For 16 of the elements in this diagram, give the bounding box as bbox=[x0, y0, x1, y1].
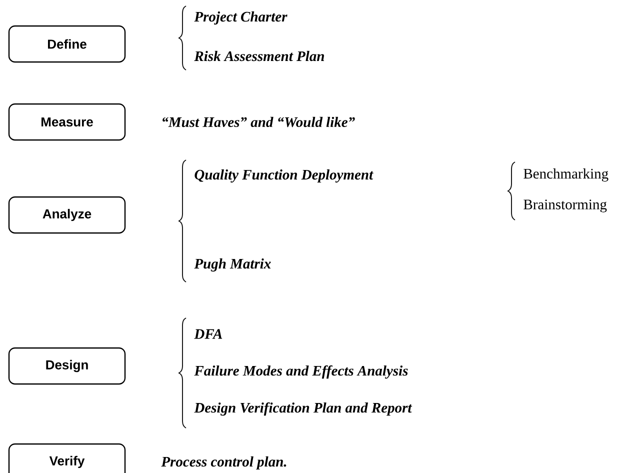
list-item: Design Verification Plan and Report bbox=[194, 402, 412, 416]
list-item: Brainstorming bbox=[524, 200, 607, 212]
step-box: Design bbox=[8, 347, 126, 385]
list-item: Pugh Matrix bbox=[194, 258, 271, 272]
step-box: Analyze bbox=[8, 196, 126, 234]
list-item: Project Charter bbox=[194, 11, 288, 25]
list-item: Process control plan. bbox=[161, 456, 286, 470]
step-box: Define bbox=[8, 25, 126, 63]
list-item: “Must Haves” and “Would like” bbox=[162, 116, 355, 128]
step-box: Measure bbox=[8, 103, 126, 141]
list-item: DFA bbox=[194, 329, 222, 339]
list-item: Failure Modes and Effects Analysis bbox=[194, 365, 408, 379]
list-item: Risk Assessment Plan bbox=[194, 50, 324, 62]
step-box: Verify bbox=[8, 443, 126, 473]
list-item: Benchmarking bbox=[524, 168, 608, 182]
list-item: Quality Function Deployment bbox=[194, 169, 374, 183]
